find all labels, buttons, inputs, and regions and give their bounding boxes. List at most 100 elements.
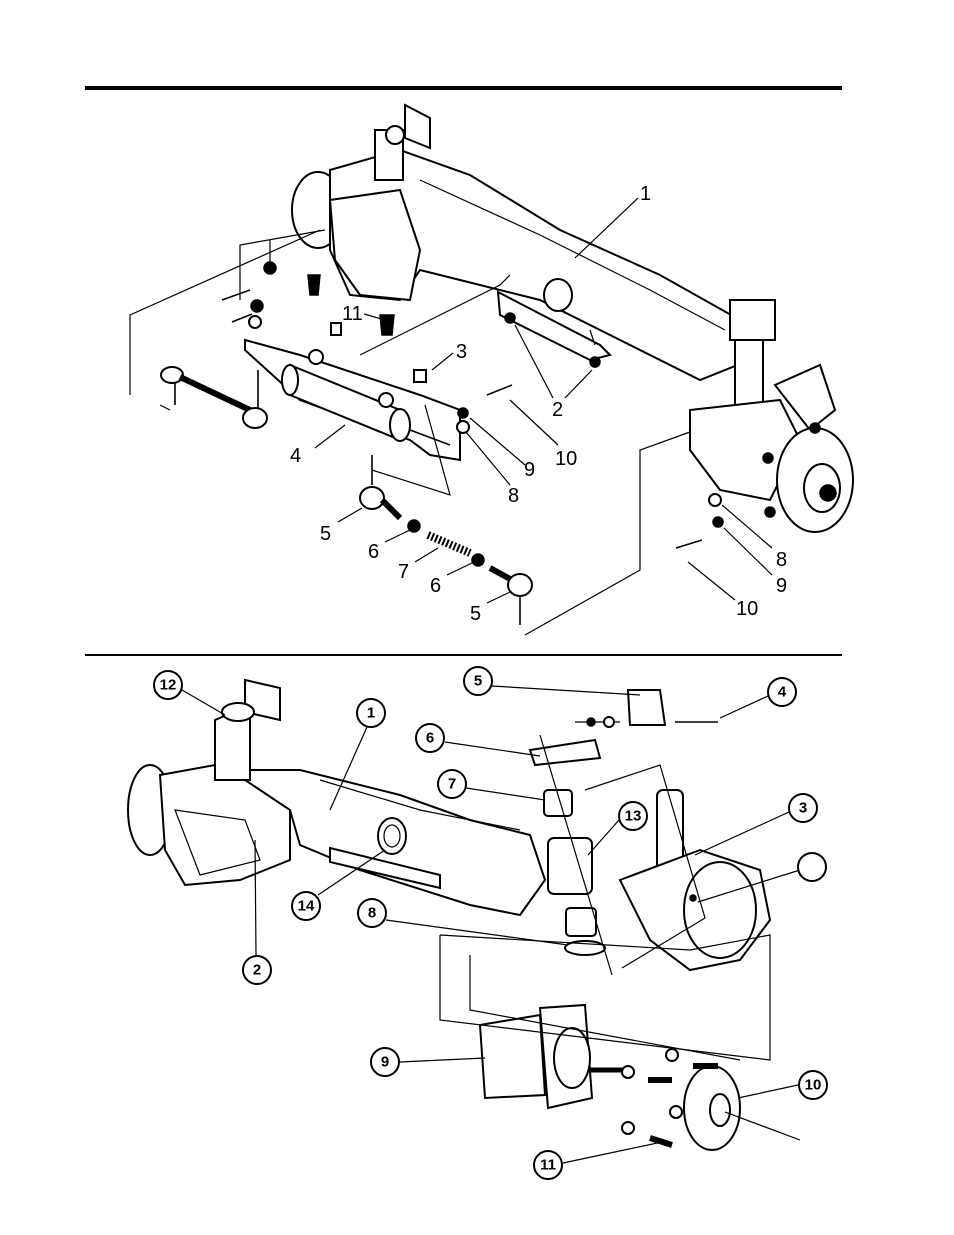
housing-facet xyxy=(174,809,261,876)
mount-nut-a xyxy=(504,312,516,324)
callout-9-right: 9 xyxy=(776,575,787,597)
grease-fitting-b xyxy=(379,314,395,336)
guide-box-motor-inner xyxy=(469,955,741,1061)
bubble-3 xyxy=(788,793,818,823)
nut-left-b xyxy=(250,299,264,313)
bubble-8 xyxy=(357,898,387,928)
callout-14-lower: 14 xyxy=(298,898,315,915)
hub-bolt-b xyxy=(764,506,776,518)
guide-line-left-c xyxy=(239,229,326,300)
leader-6b xyxy=(446,562,473,576)
shim-plate-6 xyxy=(528,738,602,767)
bubble-4 xyxy=(767,677,797,707)
leader-4 xyxy=(314,424,346,449)
callout-6-lower: 6 xyxy=(426,730,434,747)
right-hub-nut xyxy=(819,484,837,502)
knuckle-hole xyxy=(689,894,697,902)
callout-11-lower: 11 xyxy=(540,1157,556,1174)
guide-line-left-b xyxy=(159,404,171,411)
callout-7: 7 xyxy=(398,561,409,583)
jam-nut-6-a xyxy=(407,519,421,533)
callout-11: 11 xyxy=(342,303,363,325)
tie-rod-end-5-neck xyxy=(379,497,403,521)
tie-rod-end-5b-neck xyxy=(488,565,514,583)
breather-14 xyxy=(377,817,407,855)
leader-8-right xyxy=(721,504,773,549)
leader-10-right xyxy=(687,561,736,601)
guide-line-left-a xyxy=(129,229,321,395)
leader-blank xyxy=(697,869,801,903)
nut-9 xyxy=(457,407,469,419)
kingpin-cap-12 xyxy=(221,702,255,722)
leader-10-lower xyxy=(737,1084,799,1099)
bubble-7 xyxy=(437,769,467,799)
right-kingpin xyxy=(734,339,764,411)
tie-rod-end-5b xyxy=(507,573,533,597)
callout-13-lower: 13 xyxy=(625,808,642,825)
bolt-a xyxy=(330,322,342,336)
callout-6b: 6 xyxy=(430,575,441,597)
leader-5a xyxy=(337,507,363,523)
right-steering-arm xyxy=(773,363,837,432)
kingpin-axis-line xyxy=(539,734,613,976)
callout-10-right: 10 xyxy=(736,598,758,620)
leader-2b xyxy=(564,369,593,399)
bracket-5 xyxy=(626,689,667,726)
washer-8 xyxy=(456,420,470,434)
leader-1-lower xyxy=(329,726,368,811)
grease-fitting-a xyxy=(307,274,321,296)
callout-3: 3 xyxy=(456,341,467,363)
guide-line-right-b xyxy=(589,329,596,346)
tie-rod-end-left-outer xyxy=(160,366,184,384)
nut-4 xyxy=(586,717,596,727)
cylinder-end-right xyxy=(389,408,411,442)
lower-bushing xyxy=(565,907,597,937)
nut-shaft xyxy=(621,1065,635,1079)
mount-nut-b xyxy=(589,356,601,368)
bubble-6 xyxy=(415,723,445,753)
left-knuckle-housing xyxy=(328,188,422,302)
bubble-10 xyxy=(798,1070,828,1100)
leader-2a xyxy=(514,324,554,399)
nut-upper xyxy=(665,1048,679,1062)
callout-5-lower: 5 xyxy=(474,673,482,690)
leader-7-lower xyxy=(465,787,546,801)
lower-axle-assembly: 12 1 5 4 6 7 13 3 14 8 2 9 10 11 xyxy=(127,666,828,1180)
leader-14 xyxy=(317,849,386,896)
callout-10: 10 xyxy=(555,448,577,470)
left-kingpin-cap xyxy=(385,125,405,145)
cylinder-mount-plate-lower xyxy=(329,846,441,890)
breather-14-inner xyxy=(383,824,401,848)
hub-10-center xyxy=(709,1093,731,1127)
leader-5b xyxy=(486,591,511,604)
callout-4-lower: 4 xyxy=(778,684,787,701)
bubble-13 xyxy=(618,801,648,831)
callout-5b: 5 xyxy=(470,603,481,625)
leader-6a xyxy=(384,529,411,543)
tie-rod-end-5 xyxy=(359,486,385,510)
left-bracket xyxy=(404,103,431,150)
guide-box-motor xyxy=(439,934,771,1061)
cotter-pin-10 xyxy=(486,384,513,396)
upper-axle-assembly: 1 11 3 2 10 9 8 4 5 6 7 6 5 8 9 10 xyxy=(129,103,854,636)
callout-9-lower: 9 xyxy=(381,1054,389,1071)
jam-nut-6-b xyxy=(471,553,485,567)
callout-4: 4 xyxy=(290,445,301,467)
leader-4-lower xyxy=(719,695,769,719)
cotter-pin-10-right xyxy=(675,539,703,549)
leader-13 xyxy=(587,819,620,856)
bubble-blank xyxy=(797,852,827,882)
callout-3-lower: 3 xyxy=(799,800,807,817)
leader-6-lower xyxy=(444,741,541,757)
cylinder-mount-boss-b xyxy=(378,392,394,408)
tie-rod-left xyxy=(178,374,252,413)
hub-axis-line xyxy=(724,1111,801,1141)
leader-9-lower xyxy=(399,1057,486,1063)
wheel-motor-pilot xyxy=(553,1027,591,1089)
nut-9-right xyxy=(712,516,724,528)
leader-7 xyxy=(414,547,439,563)
bushing-7 xyxy=(543,789,573,817)
axle-breather xyxy=(543,278,573,312)
leader-9-right xyxy=(723,527,773,576)
callout-12-lower: 12 xyxy=(160,677,177,694)
